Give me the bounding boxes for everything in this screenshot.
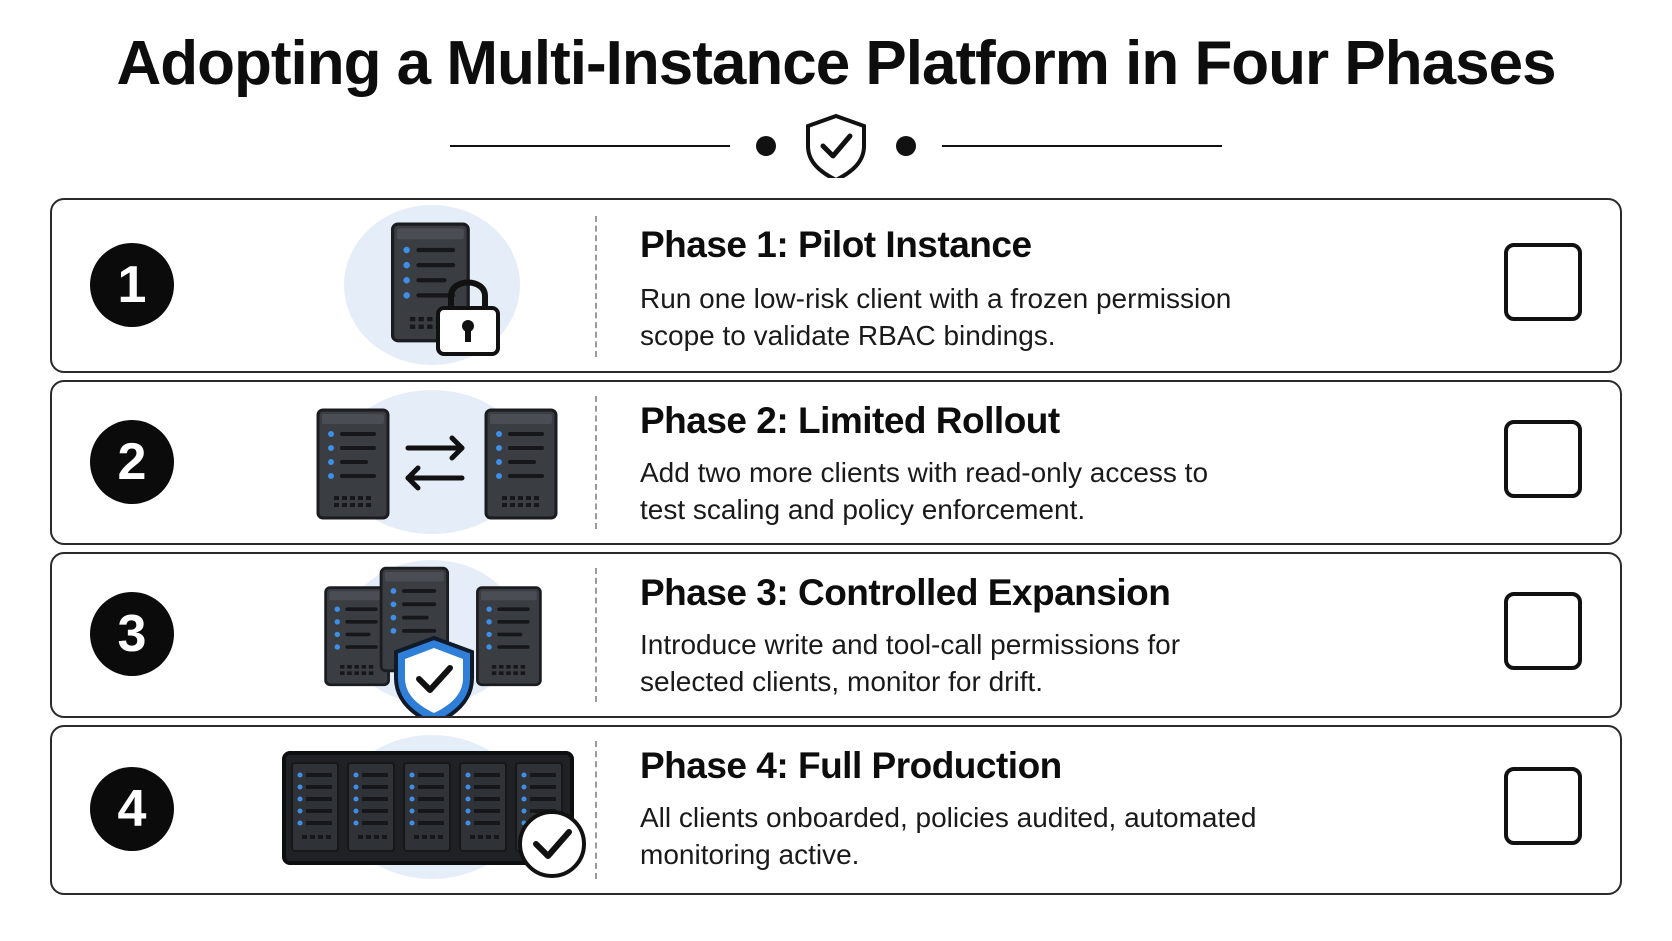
phase-number-badge: 3 bbox=[90, 592, 174, 676]
phase-title: Phase 4: Full Production bbox=[640, 745, 1062, 786]
phase-number-badge: 4 bbox=[90, 767, 174, 851]
phase-card-4: 4 Phase 4: Full Production All clients o… bbox=[50, 725, 1622, 895]
servers-exchange-icon bbox=[316, 390, 558, 534]
shield-check-icon bbox=[806, 113, 866, 178]
card-separator bbox=[595, 216, 597, 357]
phase-title: Phase 2: Limited Rollout bbox=[640, 400, 1060, 441]
phase-checkbox-3[interactable] bbox=[1504, 592, 1582, 670]
phase-description: Add two more clients with read-only acce… bbox=[640, 457, 1209, 525]
card-separator bbox=[595, 568, 597, 702]
phase-checkbox-1[interactable] bbox=[1504, 243, 1582, 321]
card-separator bbox=[595, 396, 597, 529]
phase-checkbox-4[interactable] bbox=[1504, 767, 1582, 845]
title-divider bbox=[450, 113, 1222, 178]
phase-description: Introduce write and tool-call permission… bbox=[640, 629, 1181, 697]
phase-card-2: 2 Phase 2: Limited Rollout Add two more … bbox=[50, 380, 1622, 545]
phase-checkbox-2[interactable] bbox=[1504, 420, 1582, 498]
phase-number-badge: 1 bbox=[90, 243, 174, 327]
phase-description: All clients onboarded, policies audited,… bbox=[640, 802, 1257, 870]
phase-description: Run one low-risk client with a frozen pe… bbox=[640, 283, 1232, 351]
card-separator bbox=[595, 741, 597, 879]
server-lock-icon bbox=[344, 205, 520, 365]
page-title: Adopting a Multi-Instance Platform in Fo… bbox=[116, 29, 1556, 98]
phase-title: Phase 1: Pilot Instance bbox=[640, 224, 1032, 265]
phase-card-3: 3 Phase 3: Controlled Expansion Introduc… bbox=[50, 552, 1622, 718]
phase-title: Phase 3: Controlled Expansion bbox=[640, 572, 1171, 613]
phase-card-1: 1 Phase 1: Pilot Instance Run one low-ri… bbox=[50, 198, 1622, 373]
server-rack-check-icon bbox=[282, 735, 586, 879]
phase-number-badge: 2 bbox=[90, 420, 174, 504]
servers-shield-icon bbox=[324, 560, 542, 716]
